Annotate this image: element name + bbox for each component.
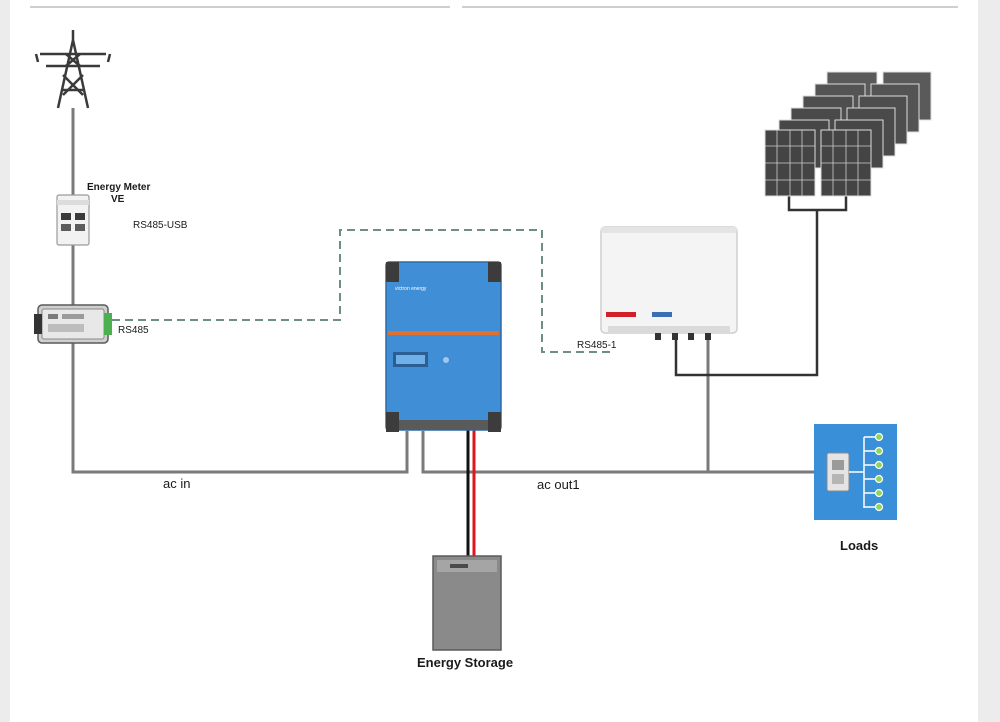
energy-storage-label: Energy Storage	[417, 655, 514, 670]
energy-meter-sublabel: VE	[111, 194, 125, 205]
grid-pylon-icon	[34, 30, 112, 109]
ac-in-label: ac in	[163, 476, 191, 491]
pv-inverter-icon	[600, 226, 738, 340]
pv-wiring	[674, 194, 848, 377]
loads-label: Loads	[840, 538, 879, 553]
rs485-usb-label: RS485-USB	[133, 220, 188, 231]
inverter-charger-icon: victron energy	[385, 261, 502, 432]
rs485-gateway-icon	[34, 304, 112, 344]
rs485-label: RS485	[118, 325, 149, 336]
energy-storage-icon	[432, 555, 502, 651]
solar-panels-icon	[764, 71, 932, 197]
svg-text:victron energy: victron energy	[395, 286, 427, 292]
loads-panel-icon	[814, 424, 897, 520]
ac-wiring	[71, 108, 815, 474]
solar-panel-grid	[765, 130, 871, 196]
ac-out1-label: ac out1	[537, 477, 580, 492]
data-links	[112, 229, 612, 353]
rs485-1-label: RS485-1	[577, 340, 617, 351]
energy-meter-label: Energy Meter	[87, 182, 151, 193]
energy-meter-icon	[56, 194, 90, 246]
